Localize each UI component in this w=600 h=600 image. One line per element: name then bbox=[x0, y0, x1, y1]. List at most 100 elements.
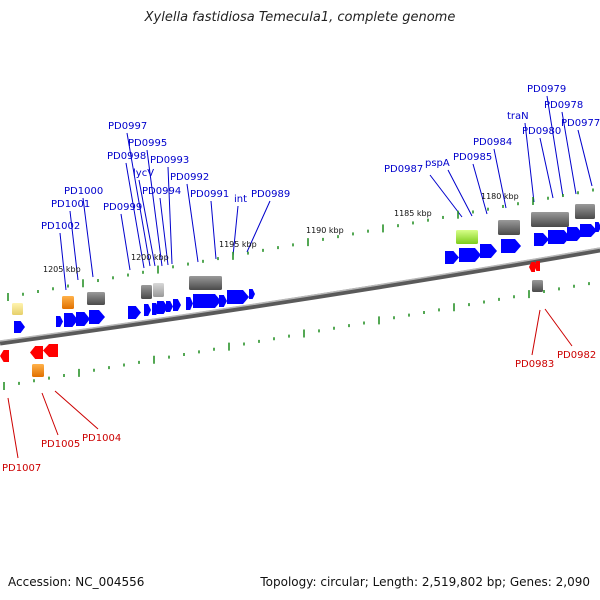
forward-label-connector bbox=[125, 162, 145, 269]
forward-gene-arrow bbox=[186, 297, 193, 310]
forward-gene-arrow bbox=[166, 301, 173, 312]
forward-label-connector bbox=[524, 122, 535, 203]
forward-label-connector bbox=[69, 210, 79, 281]
kbp-label: 1205 kbp bbox=[43, 265, 81, 274]
forward-gene-label: PD0997 bbox=[108, 121, 147, 132]
reverse-label-connector bbox=[7, 397, 19, 459]
forward-gene-arrow bbox=[534, 233, 549, 246]
forward-gene-arrow bbox=[219, 295, 227, 307]
forward-gene-label: PD0991 bbox=[190, 189, 229, 200]
feature-box bbox=[456, 230, 478, 244]
forward-gene-label: lycV bbox=[133, 168, 154, 179]
reverse-gene-arrow bbox=[43, 344, 58, 357]
forward-gene-arrow bbox=[445, 251, 459, 264]
forward-gene-label: PD1000 bbox=[64, 186, 103, 197]
forward-gene-label: PD0998 bbox=[107, 151, 146, 162]
reverse-label-connector bbox=[41, 392, 59, 436]
forward-gene-arrow bbox=[56, 316, 63, 327]
forward-label-connector bbox=[159, 197, 169, 266]
reverse-gene-arrow bbox=[30, 346, 43, 359]
forward-gene-arrow bbox=[548, 230, 570, 244]
reverse-gene-arrow bbox=[0, 350, 9, 362]
forward-gene-arrow bbox=[64, 313, 78, 327]
forward-gene-label: PD0984 bbox=[473, 137, 512, 148]
feature-box bbox=[62, 296, 74, 309]
feature-box bbox=[189, 276, 222, 290]
forward-label-connector bbox=[493, 148, 507, 209]
forward-label-connector bbox=[246, 200, 271, 253]
genome-backbone-highlight bbox=[0, 247, 600, 342]
forward-gene-label: PD0987 bbox=[384, 164, 423, 175]
forward-gene-label: PD0995 bbox=[128, 138, 167, 149]
forward-label-connector bbox=[546, 95, 564, 198]
forward-gene-arrow bbox=[14, 321, 25, 333]
forward-label-connector bbox=[577, 129, 593, 187]
accession-label: Accession: NC_004556 bbox=[8, 575, 145, 589]
kbp-label: 1180 kbp bbox=[481, 192, 519, 201]
forward-label-connector bbox=[138, 179, 156, 267]
forward-label-connector bbox=[447, 169, 473, 217]
reverse-gene-arrow bbox=[529, 262, 535, 272]
feature-box bbox=[32, 364, 44, 377]
reverse-label-connector bbox=[54, 390, 99, 430]
forward-gene-arrow bbox=[249, 289, 255, 299]
forward-gene-arrow bbox=[480, 244, 497, 258]
forward-gene-arrow bbox=[144, 304, 151, 316]
forward-gene-label: PD0979 bbox=[527, 84, 566, 95]
forward-gene-arrow bbox=[89, 310, 105, 324]
genome-title: Xylella fastidiosa Temecula1, complete g… bbox=[144, 10, 456, 25]
feature-box bbox=[12, 303, 23, 315]
forward-gene-label: PD0980 bbox=[522, 126, 561, 137]
forward-gene-label: PD0989 bbox=[251, 189, 290, 200]
forward-gene-label: PD0992 bbox=[170, 172, 209, 183]
forward-gene-label: PD1002 bbox=[41, 221, 80, 232]
forward-gene-label: int bbox=[234, 194, 247, 205]
forward-label-connector bbox=[126, 132, 151, 267]
forward-gene-arrow bbox=[580, 224, 597, 237]
feature-box bbox=[575, 204, 595, 219]
reverse-gene-label: PD1007 bbox=[2, 463, 41, 474]
forward-label-connector bbox=[186, 183, 199, 263]
forward-label-connector bbox=[539, 137, 554, 199]
feature-box bbox=[87, 292, 105, 305]
reverse-gene-arrow bbox=[534, 261, 540, 271]
feature-box bbox=[141, 285, 152, 299]
forward-gene-label: traN bbox=[507, 111, 529, 122]
forward-gene-label: pspA bbox=[425, 158, 450, 169]
forward-label-connector bbox=[472, 163, 488, 215]
forward-gene-label: PD0977 bbox=[561, 118, 600, 129]
forward-label-connector bbox=[167, 166, 173, 265]
forward-gene-label: PD0985 bbox=[453, 152, 492, 163]
forward-label-connector bbox=[232, 205, 239, 257]
reverse-gene-label: PD0983 bbox=[515, 359, 554, 370]
reverse-gene-label: PD1005 bbox=[41, 439, 80, 450]
forward-gene-label: PD0994 bbox=[142, 186, 181, 197]
forward-gene-arrow bbox=[193, 294, 221, 308]
kbp-label: 1200 kbp bbox=[131, 253, 169, 262]
forward-label-connector bbox=[146, 149, 163, 267]
forward-gene-arrow bbox=[157, 301, 168, 314]
forward-label-connector bbox=[429, 174, 463, 218]
forward-gene-arrow bbox=[501, 239, 521, 253]
kbp-label: 1190 kbp bbox=[306, 226, 344, 235]
forward-label-connector bbox=[561, 111, 577, 195]
genome-backbone bbox=[0, 247, 600, 346]
feature-box bbox=[531, 212, 569, 227]
feature-box bbox=[498, 220, 520, 235]
forward-gene-arrow bbox=[459, 248, 481, 262]
feature-box bbox=[532, 280, 543, 292]
forward-gene-arrow bbox=[128, 306, 141, 319]
forward-gene-arrow bbox=[227, 290, 249, 304]
forward-gene-label: PD0978 bbox=[544, 100, 583, 111]
forward-label-connector bbox=[210, 200, 217, 260]
forward-gene-arrow bbox=[595, 222, 600, 232]
genome-summary: Topology: circular; Length: 2,519,802 bp… bbox=[260, 575, 590, 589]
forward-gene-arrow bbox=[173, 299, 181, 311]
reverse-label-connector bbox=[544, 308, 573, 347]
forward-gene-arrow bbox=[76, 312, 90, 326]
forward-gene-label: PD0993 bbox=[150, 155, 189, 166]
kbp-label: 1195 kbp bbox=[219, 240, 257, 249]
forward-gene-label: PD1001 bbox=[51, 199, 90, 210]
feature-box bbox=[153, 283, 164, 297]
